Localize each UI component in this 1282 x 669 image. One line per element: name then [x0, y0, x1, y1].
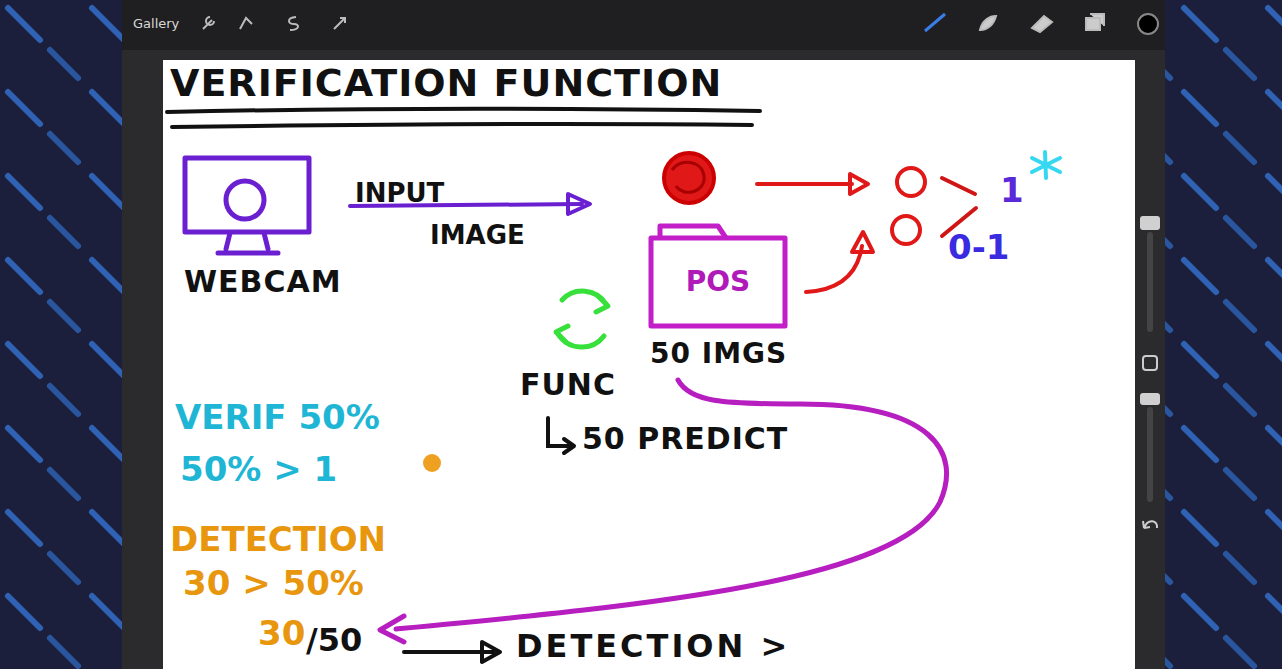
- loop-head: [596, 296, 608, 312]
- node-caption: 50 IMGS: [650, 340, 787, 368]
- monitor-stand: [218, 233, 278, 253]
- wrench-icon: [203, 17, 214, 29]
- result-text: DETECTION >: [516, 630, 790, 662]
- title-underline: [172, 124, 752, 127]
- monitor-outline: [185, 158, 309, 232]
- app-window: [122, 0, 1165, 669]
- eraser-icon: [1032, 16, 1052, 32]
- webcam-node: WEBCAM: [182, 155, 346, 301]
- toolbar-icons: [203, 14, 1104, 32]
- arrow-head: [564, 439, 574, 453]
- image-circle: [897, 168, 925, 196]
- webcam-shape: [182, 155, 314, 259]
- size-slider: [1147, 232, 1153, 332]
- app-button: Gallery: [133, 17, 179, 30]
- threshold-label: VERIF 50%: [175, 400, 380, 434]
- arrow-head: [380, 616, 404, 642]
- arrow-label: INPUT IMAGE: [355, 172, 530, 256]
- smudge-icon: [980, 16, 996, 30]
- threshold-label: 30 > 50%: [183, 566, 364, 600]
- camera-lens: [226, 181, 264, 219]
- adjust-icon: [240, 18, 252, 29]
- star-mark: [1032, 152, 1060, 178]
- title: VERIFICATION FUNCTION: [170, 64, 722, 102]
- folder-node: POS 50 IMGS: [648, 222, 791, 372]
- modify-button: [1143, 356, 1157, 370]
- count-number: /50: [306, 624, 362, 656]
- arrow-head: [482, 642, 500, 662]
- bracket-stroke: [942, 178, 975, 194]
- compare-arrow: [757, 182, 852, 186]
- color-swatch: [1138, 14, 1158, 34]
- loop-head: [556, 326, 568, 342]
- score-label: 0-1: [948, 230, 1009, 264]
- threshold-dot: [423, 454, 441, 472]
- score-label: 1: [1000, 173, 1024, 207]
- count-number: 30: [258, 616, 305, 650]
- threshold-label: DETECTION: [170, 522, 386, 556]
- title-underline: [167, 109, 760, 112]
- arrow-head: [568, 194, 590, 214]
- note-text: FUNC: [520, 370, 616, 400]
- node-caption: WEBCAM: [184, 267, 342, 297]
- size-slider-handle: [1140, 216, 1160, 230]
- note-text: 50 PREDICT: [582, 424, 788, 454]
- threshold-label: 50% > 1: [180, 452, 337, 486]
- toolbar: [122, 0, 1165, 50]
- select-icon: [289, 17, 298, 30]
- canvas: [163, 60, 1135, 669]
- folder-body: [651, 238, 785, 326]
- undo-icon: [1143, 521, 1157, 528]
- arrow-head: [852, 232, 873, 252]
- brush-icon: [925, 14, 945, 31]
- arrow-head: [850, 174, 868, 194]
- opacity-slider: [1147, 407, 1153, 502]
- folder-label: POS: [686, 268, 751, 296]
- input-image-dot: [664, 153, 714, 203]
- move-icon: [334, 18, 345, 29]
- opacity-slider-handle: [1140, 393, 1160, 405]
- layers-icon: [1086, 14, 1104, 30]
- image-circle: [892, 216, 920, 244]
- count-curve: [396, 380, 947, 629]
- scribble: [672, 162, 704, 192]
